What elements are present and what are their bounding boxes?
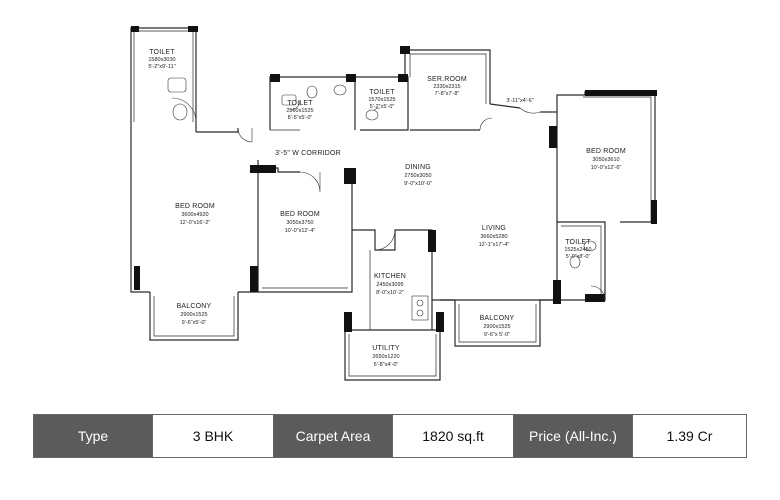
room-imperial: 10'-0"x12'-4" xyxy=(285,228,316,234)
room-dims: 1525x2450 xyxy=(564,247,591,253)
room-dims: 2330x2315 xyxy=(433,84,460,90)
room-dims: 2750x3050 xyxy=(404,173,431,179)
room-imperial: 5'-0"x8'-0" xyxy=(566,254,591,260)
room-imperial: 12'-1"x17'-4" xyxy=(479,242,510,248)
structural-columns xyxy=(131,26,657,332)
property-info-bar: Type 3 BHK Carpet Area 1820 sq.ft Price … xyxy=(33,414,747,458)
room-imperial: 10'-0"x12'-6" xyxy=(591,165,622,171)
room-name: TOILET xyxy=(565,239,591,246)
room-imperial: 9'-6"x 5'-0" xyxy=(484,332,510,338)
room-dims: 3660x5280 xyxy=(480,234,507,240)
room-imperial: 5'-8"x4'-0" xyxy=(374,362,399,368)
room-name: TOILET xyxy=(149,49,175,56)
floor-plan: TOILET 1580x3030 5'-2"x9'-11" TOILET 256… xyxy=(130,26,657,381)
room-name: BALCONY xyxy=(177,303,212,310)
room-dims: 1580x3030 xyxy=(148,57,175,63)
room-imperial: 9'-6"x5'-0" xyxy=(182,320,207,326)
room-name: BED ROOM xyxy=(280,211,320,218)
carpet-area-value: 1820 sq.ft xyxy=(392,415,514,457)
room-dims: 2450x3095 xyxy=(376,282,403,288)
room-dims: 2560x1525 xyxy=(286,108,313,114)
room-name: SER.ROOM xyxy=(427,76,467,83)
price-value: 1.39 Cr xyxy=(632,415,746,457)
carpet-area-label: Carpet Area xyxy=(274,415,392,457)
dimension-note: 3'-11"x4'-6" xyxy=(506,98,533,104)
sanitary-fixtures xyxy=(167,77,597,269)
room-imperial: 12'-0"x16'-2" xyxy=(180,220,211,226)
price-label: Price (All-Inc.) xyxy=(514,415,632,457)
room-dims: 2900x1525 xyxy=(180,312,207,318)
room-imperial: 5'-2"x5'-0" xyxy=(370,104,395,110)
room-imperial: 8'-5"x5'-0" xyxy=(288,115,313,121)
room-imperial: 5'-2"x9'-11" xyxy=(148,64,175,70)
room-imperial: 8'-0"x10'-2" xyxy=(376,290,404,296)
room-imperial: 7'-8"x7'-8" xyxy=(435,91,460,97)
room-name: BALCONY xyxy=(480,315,515,322)
walls xyxy=(130,27,656,381)
room-dims: 2650x1220 xyxy=(372,354,399,360)
room-labels: TOILET 1580x3030 5'-2"x9'-11" TOILET 256… xyxy=(148,49,626,368)
room-name: BED ROOM xyxy=(586,148,626,155)
type-label: Type xyxy=(34,415,152,457)
room-name: BED ROOM xyxy=(175,203,215,210)
room-dims: 1570x1525 xyxy=(368,97,395,103)
room-name: TOILET xyxy=(369,89,395,96)
door-swings xyxy=(171,97,606,301)
room-name: DINING xyxy=(405,164,431,171)
type-value: 3 BHK xyxy=(152,415,274,457)
room-dims: 3050x3610 xyxy=(592,157,619,163)
room-dims: 3600x4920 xyxy=(181,212,208,218)
room-name: LIVING xyxy=(482,225,506,232)
room-dims: 2900x1525 xyxy=(483,324,510,330)
room-name: KITCHEN xyxy=(374,273,406,280)
room-dims: 3050x3750 xyxy=(286,220,313,226)
room-name: TOILET xyxy=(287,100,313,107)
room-imperial: 9'-0"x10'-0" xyxy=(404,181,432,187)
corridor-label: 3'-5" W CORRIDOR xyxy=(275,150,341,157)
room-name: UTILITY xyxy=(372,345,400,352)
